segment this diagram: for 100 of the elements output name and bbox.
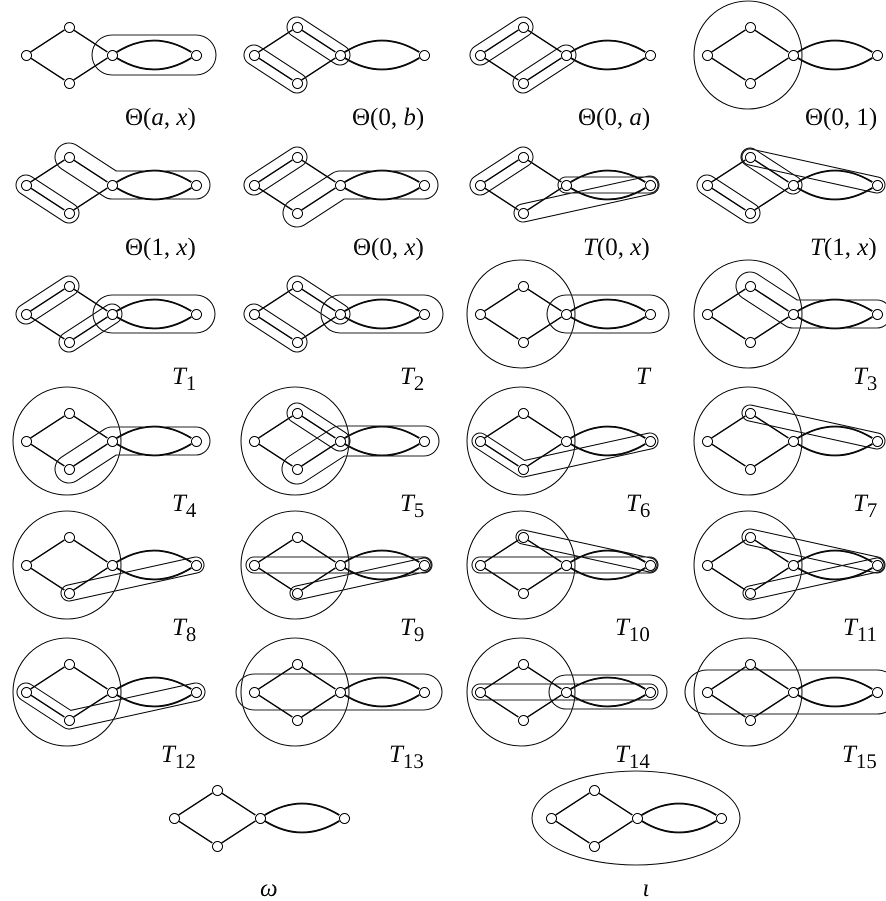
graph-edge — [116, 57, 192, 70]
graph-edge — [484, 159, 519, 183]
vertex-circle — [20, 50, 32, 60]
panel-label: T$_{13}$ — [389, 742, 424, 772]
panel-label: Θ(0, b) — [352, 105, 424, 130]
panel-label: T(1, x) — [810, 235, 877, 260]
graph-edge — [754, 567, 789, 591]
graph-edge — [570, 567, 646, 580]
graph-edge — [484, 57, 519, 81]
graph-edge — [116, 298, 192, 312]
panel-label: Θ(a, x) — [125, 105, 196, 130]
graph-edge — [30, 187, 65, 211]
vertex-circle — [64, 408, 74, 418]
graph-edge — [570, 40, 646, 53]
graph-edge — [301, 288, 336, 312]
vertex-circle — [518, 336, 528, 348]
graph-edge — [221, 792, 256, 816]
graph-edge — [73, 159, 108, 183]
vertex-circle — [212, 784, 222, 796]
graph-edge — [527, 539, 562, 563]
vertex-circle — [20, 436, 32, 446]
graph-edge — [598, 820, 633, 844]
graph-edge — [484, 666, 519, 690]
graph-edge — [570, 316, 646, 330]
graph-edge — [711, 316, 746, 340]
graph-edge — [527, 567, 562, 591]
graph-edge — [344, 298, 420, 312]
panel-label: ω — [260, 876, 278, 901]
graph-edge — [484, 567, 519, 591]
graph-edge — [754, 187, 789, 211]
graph-edge — [221, 820, 256, 844]
vertex-circle — [338, 812, 350, 824]
vertex-circle — [716, 812, 726, 824]
graph-edge — [570, 676, 646, 690]
vertex-circle — [474, 308, 486, 320]
graph-edge — [484, 187, 519, 211]
graph-edge — [258, 288, 293, 312]
graph-edge — [73, 187, 108, 211]
graph-edge — [301, 567, 336, 591]
graph-edge — [711, 57, 746, 81]
graph-edge — [116, 316, 192, 330]
graph-edge — [754, 57, 789, 81]
graph-edge — [301, 159, 336, 183]
graph-edge — [258, 415, 293, 439]
vertex-circle — [644, 50, 656, 60]
vertex-circle — [546, 812, 556, 824]
graph-edge — [30, 29, 65, 53]
graph-edge — [754, 288, 789, 312]
graph-edge — [484, 539, 519, 563]
graph-edge — [754, 539, 789, 563]
vertex-circle — [744, 336, 756, 348]
graph-edge — [527, 288, 562, 312]
vertex-circle — [106, 686, 118, 698]
graph-edge — [797, 426, 873, 439]
vertex-circle — [254, 812, 266, 824]
graph-edge — [797, 40, 873, 53]
vertex-circle — [744, 714, 756, 726]
graph-edge — [116, 567, 192, 580]
vertex-circle — [212, 840, 222, 852]
graph-edge — [301, 443, 336, 467]
graph-edge — [527, 443, 562, 467]
vertex-circle — [20, 560, 32, 570]
graph-edge — [754, 159, 789, 183]
graph-edge — [30, 159, 65, 183]
panel-label: T$_{2}$ — [400, 364, 424, 394]
graph-edge — [73, 666, 108, 690]
graph-edge — [258, 567, 293, 591]
vertex-circle — [744, 22, 756, 32]
graph-edge — [754, 29, 789, 53]
graph-edge — [797, 298, 873, 312]
panel-label: T$_{10}$ — [615, 615, 650, 645]
graph-edge — [797, 57, 873, 70]
graph-edge — [73, 57, 108, 81]
graph-edge — [258, 159, 293, 183]
graph-edge — [754, 316, 789, 340]
panel-label: T$_{12}$ — [161, 742, 196, 772]
graph-edge — [484, 288, 519, 312]
graph-edge — [73, 539, 108, 563]
panel-label: T$_{5}$ — [400, 491, 424, 521]
vertex-circle — [64, 532, 74, 542]
graph-edge — [73, 288, 108, 312]
graph-edge — [641, 802, 717, 816]
graph-edge — [30, 443, 65, 467]
graph-edge — [258, 539, 293, 563]
vertex-circle — [292, 658, 302, 670]
panel-label: T$_{11}$ — [843, 615, 877, 645]
vertex-circle — [518, 408, 528, 418]
panel-label: T$_{1}$ — [172, 364, 196, 394]
graph-edge — [258, 666, 293, 690]
graph-edge — [344, 40, 420, 53]
vertex-circle — [788, 436, 798, 446]
panel-label: Θ(1, x) — [125, 235, 196, 260]
graph-edge — [570, 57, 646, 70]
graph-edge — [30, 666, 65, 690]
graph-edge — [797, 170, 873, 183]
graph-edge — [754, 694, 789, 718]
graph-edge — [30, 694, 65, 718]
graph-edge — [301, 316, 336, 340]
graph-edge — [570, 443, 646, 456]
graph-edge — [301, 694, 336, 718]
